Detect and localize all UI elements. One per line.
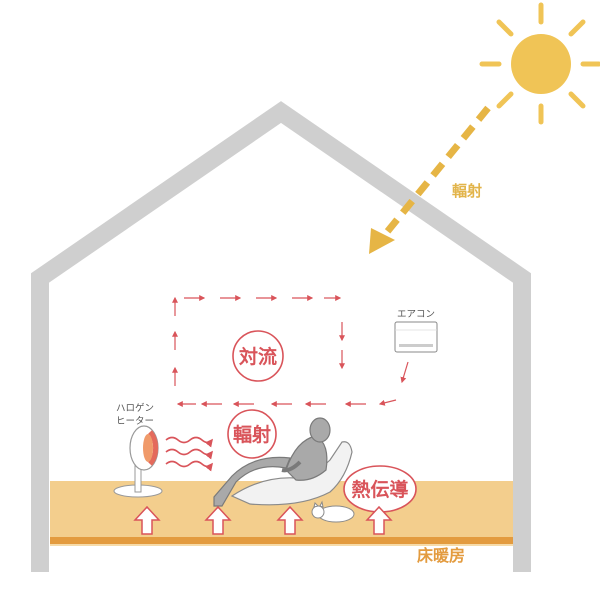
heater-radiation-label: 輻射 [233,423,271,446]
halogen-heater-label-line1: ハロゲン [116,402,154,414]
conduction-label: 熱伝導 [351,478,408,501]
heater-radiation-badge: 輻射 [227,409,277,459]
house-outline [31,101,531,572]
halogen-heater-label-line2: ヒーター [116,416,154,427]
sun-radiation-label: 輻射 [452,182,482,200]
cat-icon [311,500,355,523]
heater-radiation-waves [165,436,214,472]
halogen-heater-icon [113,425,163,498]
sun-icon [479,2,600,125]
convection-badge: 対流 [232,330,284,382]
floor-heat-arrows [133,505,393,535]
sun-radiation-arrow [369,105,491,254]
convection-loop [172,295,409,407]
floor-heating-label: 床暖房 [417,546,465,565]
air-conditioner-label: エアコン [397,309,435,320]
conduction-badge: 熱伝導 [343,465,417,513]
air-conditioner-icon [394,321,438,353]
person-reclining-icon [213,417,353,507]
convection-label: 対流 [238,345,277,368]
